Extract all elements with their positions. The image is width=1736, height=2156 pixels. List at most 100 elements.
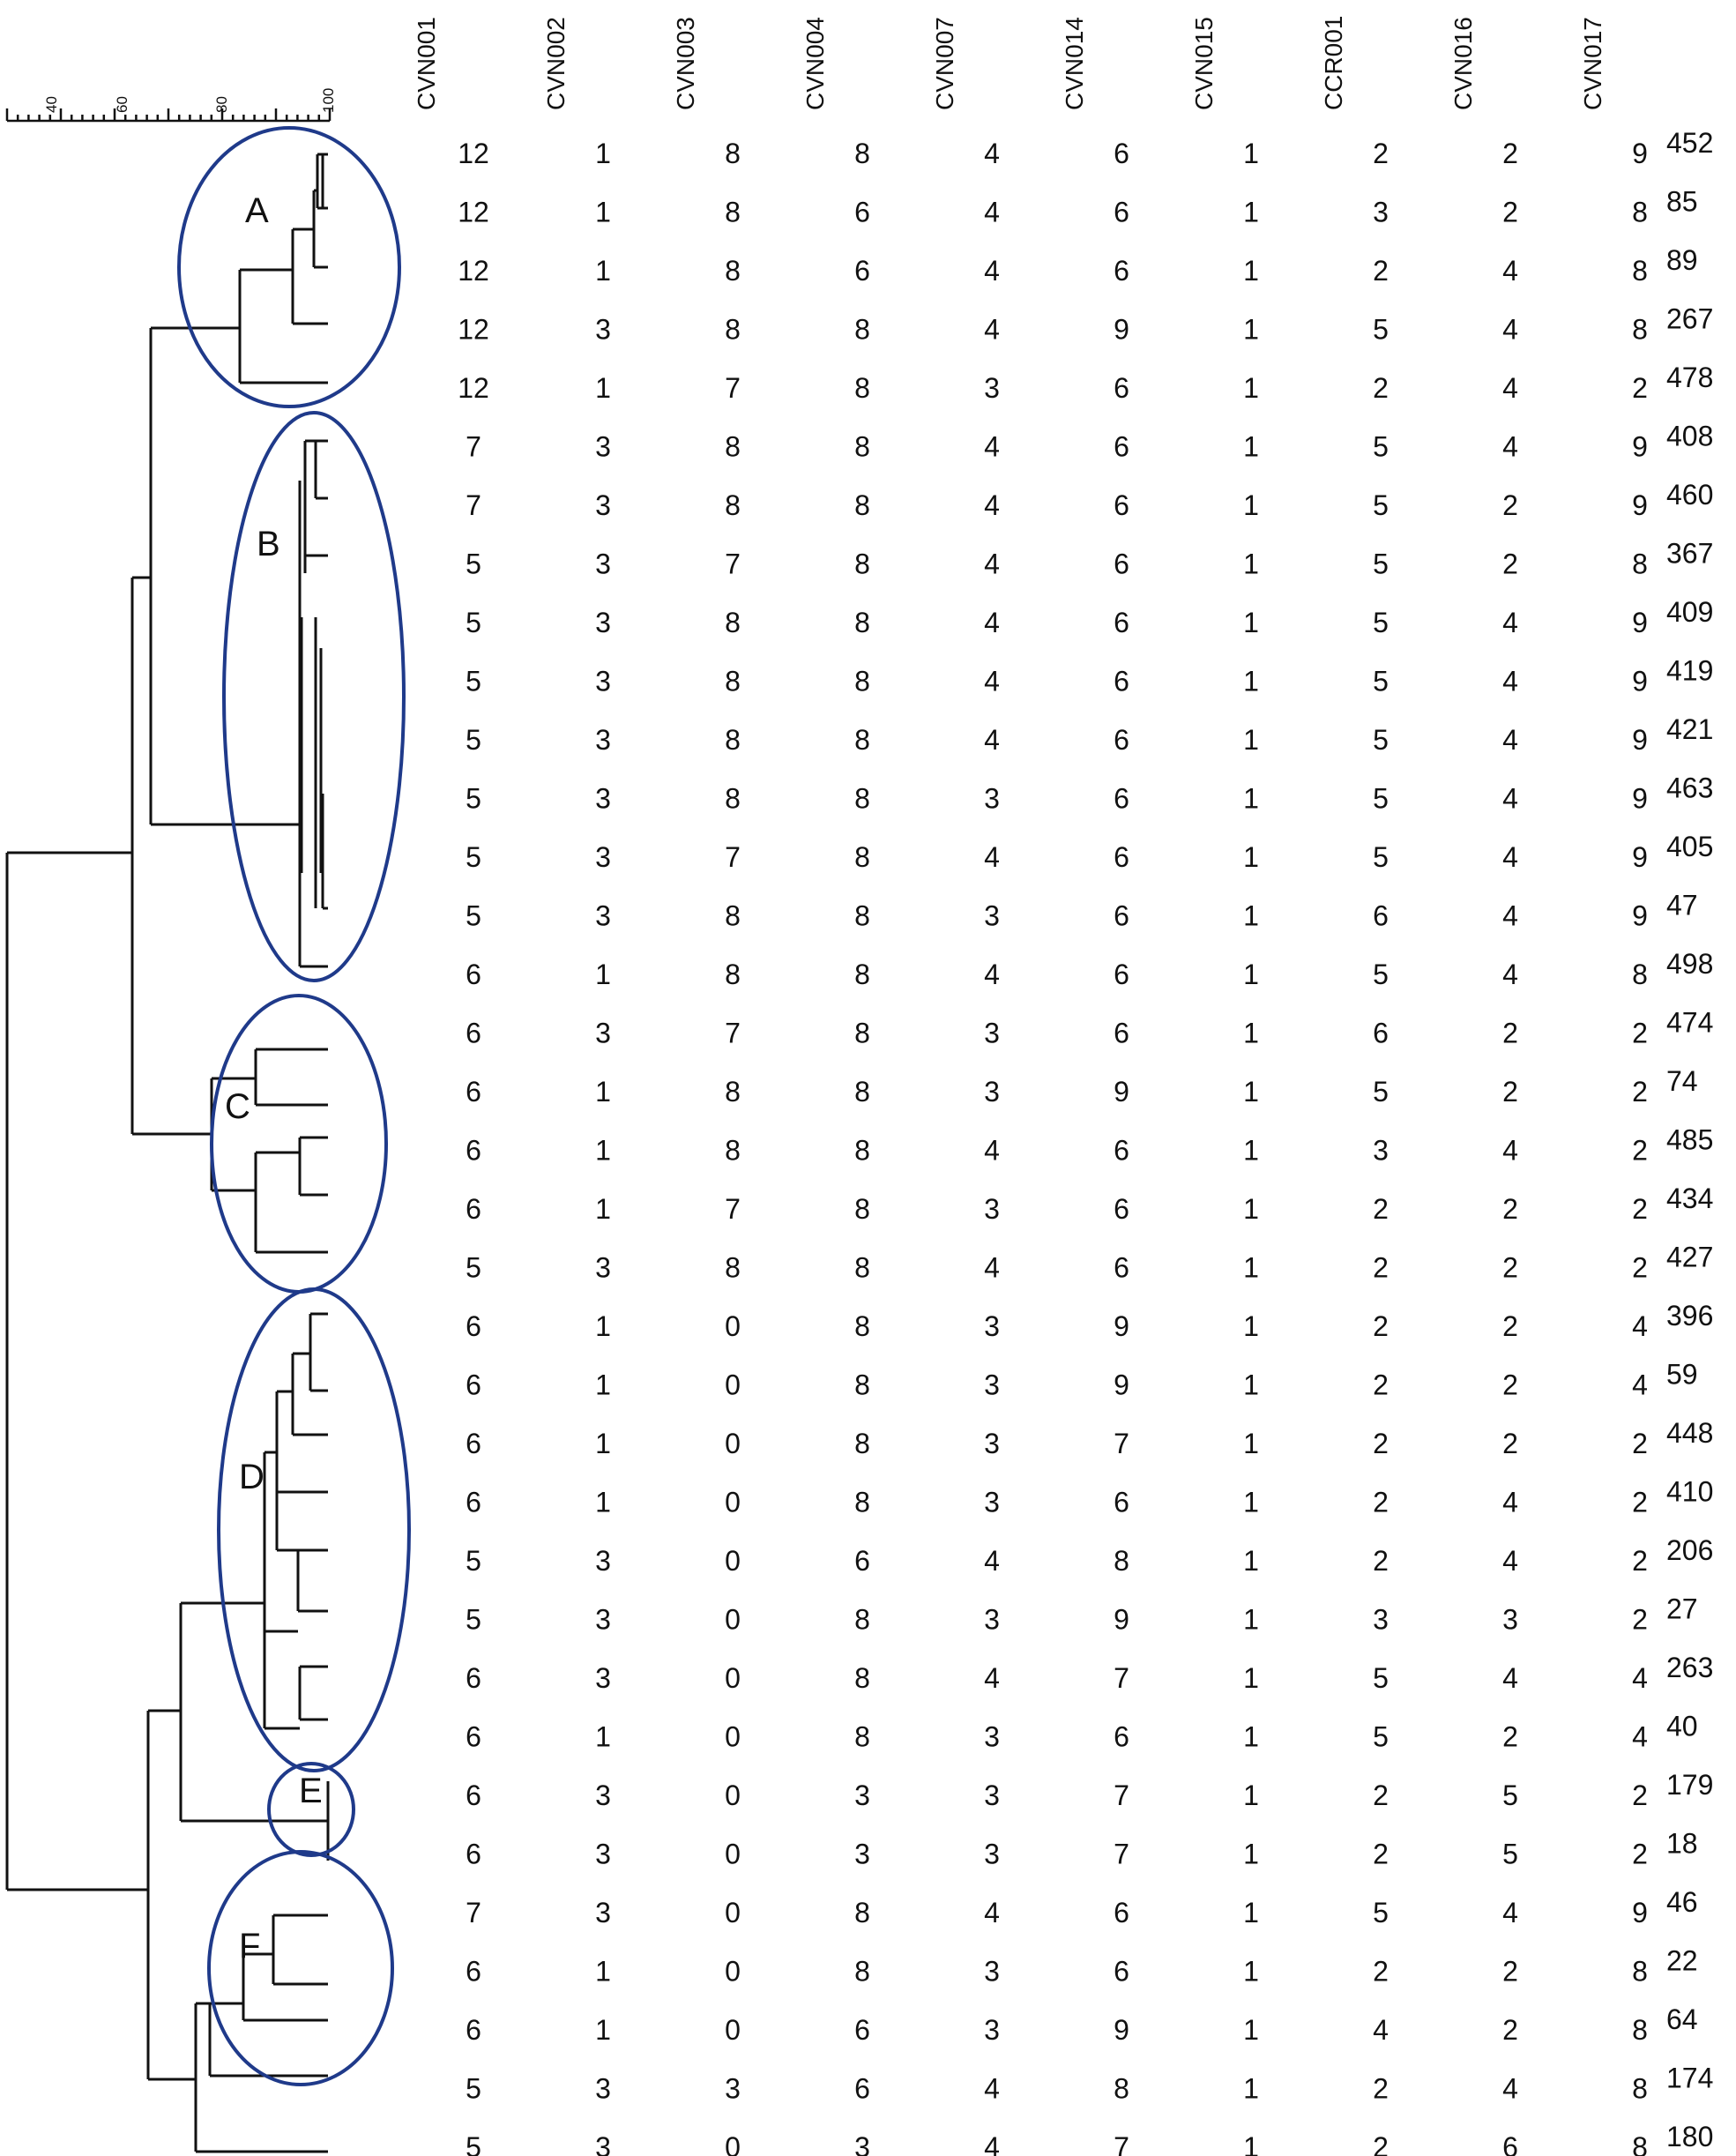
table-cell: 3 — [984, 1076, 1000, 1108]
table-cell: 6 — [1114, 841, 1129, 873]
table-cell: 8 — [854, 724, 870, 756]
column-header: CVN017 — [1579, 17, 1606, 110]
isolate-id: 263 — [1666, 1652, 1713, 1683]
table-cell: 5 — [1373, 1662, 1389, 1694]
dendrogram-branch — [314, 439, 328, 500]
table-cell: 8 — [854, 372, 870, 404]
table-cell: 4 — [984, 666, 1000, 698]
table-cell: 0 — [725, 2014, 741, 2046]
table-cell: 2 — [1502, 548, 1518, 580]
table-cell: 6 — [466, 1135, 481, 1167]
isolate-id: 405 — [1666, 831, 1713, 862]
table-cell: 9 — [1632, 900, 1648, 932]
table-cell: 4 — [1502, 1487, 1518, 1518]
table-cell: 8 — [1632, 2073, 1648, 2105]
table-cell: 8 — [854, 431, 870, 463]
table-cell: 0 — [725, 2131, 741, 2156]
table-cell: 5 — [1373, 431, 1389, 463]
table-cell: 6 — [1114, 197, 1129, 228]
table-cell: 9 — [1632, 1897, 1648, 1928]
table-cell: 8 — [854, 1018, 870, 1049]
table-cell: 8 — [854, 666, 870, 698]
table-cell: 6 — [466, 1721, 481, 1753]
table-cell: 2 — [1502, 1076, 1518, 1108]
dendrogram-branch — [275, 1390, 328, 1552]
dendrogram-branch — [210, 1954, 328, 2022]
table-cell: 2 — [1373, 1193, 1389, 1225]
table-cell: 6 — [1114, 1721, 1129, 1753]
isolate-id: 460 — [1666, 479, 1713, 511]
table-cell: 1 — [595, 138, 611, 169]
table-cell: 4 — [1502, 1897, 1518, 1928]
table-cell: 5 — [466, 1545, 481, 1577]
table-cell: 4 — [1502, 783, 1518, 815]
table-cell: 5 — [1373, 314, 1389, 346]
isolate-id: 174 — [1666, 2063, 1713, 2094]
isolate-id: 18 — [1666, 1828, 1698, 1860]
column-header: CVN001 — [413, 17, 440, 110]
table-cell: 8 — [854, 1135, 870, 1167]
table-cell: 5 — [1373, 1076, 1389, 1108]
table-cell: 5 — [1373, 724, 1389, 756]
table-cell: 7 — [725, 1018, 741, 1049]
table-cell: 1 — [1243, 1897, 1259, 1928]
table-cell: 1 — [1243, 1193, 1259, 1225]
table-cell: 4 — [984, 959, 1000, 990]
table-cell: 0 — [725, 1839, 741, 1870]
column-header: CVN003 — [672, 17, 699, 110]
isolate-id: 421 — [1666, 713, 1713, 745]
table-cell: 5 — [466, 783, 481, 815]
dendrogram-branch — [263, 1452, 300, 1730]
table-cell: 0 — [725, 1779, 741, 1811]
table-cell: 3 — [1502, 1604, 1518, 1636]
isolate-id: 59 — [1666, 1359, 1698, 1391]
table-cell: 6 — [1114, 1956, 1129, 1988]
table-cell: 7 — [725, 841, 741, 873]
table-cell: 0 — [725, 1369, 741, 1401]
cluster-labels: A B C D E F — [225, 191, 323, 1966]
table-cell: 3 — [595, 1252, 611, 1284]
table-cell: 1 — [1243, 841, 1259, 873]
table-cell: 1 — [1243, 255, 1259, 287]
table-cell: 3 — [595, 431, 611, 463]
table-cell: 4 — [1373, 2014, 1389, 2046]
table-cell: 2 — [1373, 1545, 1389, 1577]
table-cell: 3 — [984, 1779, 1000, 1811]
table-cell: 3 — [984, 1721, 1000, 1753]
table-cell: 4 — [1632, 1721, 1648, 1753]
table-cell: 1 — [595, 1135, 611, 1167]
table-cell: 3 — [984, 1018, 1000, 1049]
column-header: CVN014 — [1061, 17, 1088, 110]
cluster-label-c: C — [225, 1087, 250, 1126]
table-cell: 5 — [1373, 1721, 1389, 1753]
table-cell: 3 — [984, 1487, 1000, 1518]
table-cell: 3 — [595, 841, 611, 873]
isolate-id: 74 — [1666, 1065, 1698, 1097]
table-cell: 8 — [854, 1193, 870, 1225]
table-cell: 4 — [984, 548, 1000, 580]
table-cell: 9 — [1632, 783, 1648, 815]
table-cell: 6 — [466, 1018, 481, 1049]
table-cell: 2 — [1373, 2073, 1389, 2105]
table-cell: 8 — [854, 489, 870, 521]
isolate-id: 409 — [1666, 596, 1713, 628]
table-cell: 2 — [1632, 1839, 1648, 1870]
table-cell: 8 — [725, 1076, 741, 1108]
table-cell: 8 — [854, 314, 870, 346]
table-cell: 8 — [725, 197, 741, 228]
dendrogram-branch — [312, 189, 328, 269]
table-cell: 1 — [1243, 783, 1259, 815]
dendrogram-branch — [256, 1136, 328, 1197]
table-cell: 8 — [725, 314, 741, 346]
table-cell: 1 — [595, 1721, 611, 1753]
table-cell: 1 — [1243, 900, 1259, 932]
table-cell: 0 — [725, 1662, 741, 1694]
